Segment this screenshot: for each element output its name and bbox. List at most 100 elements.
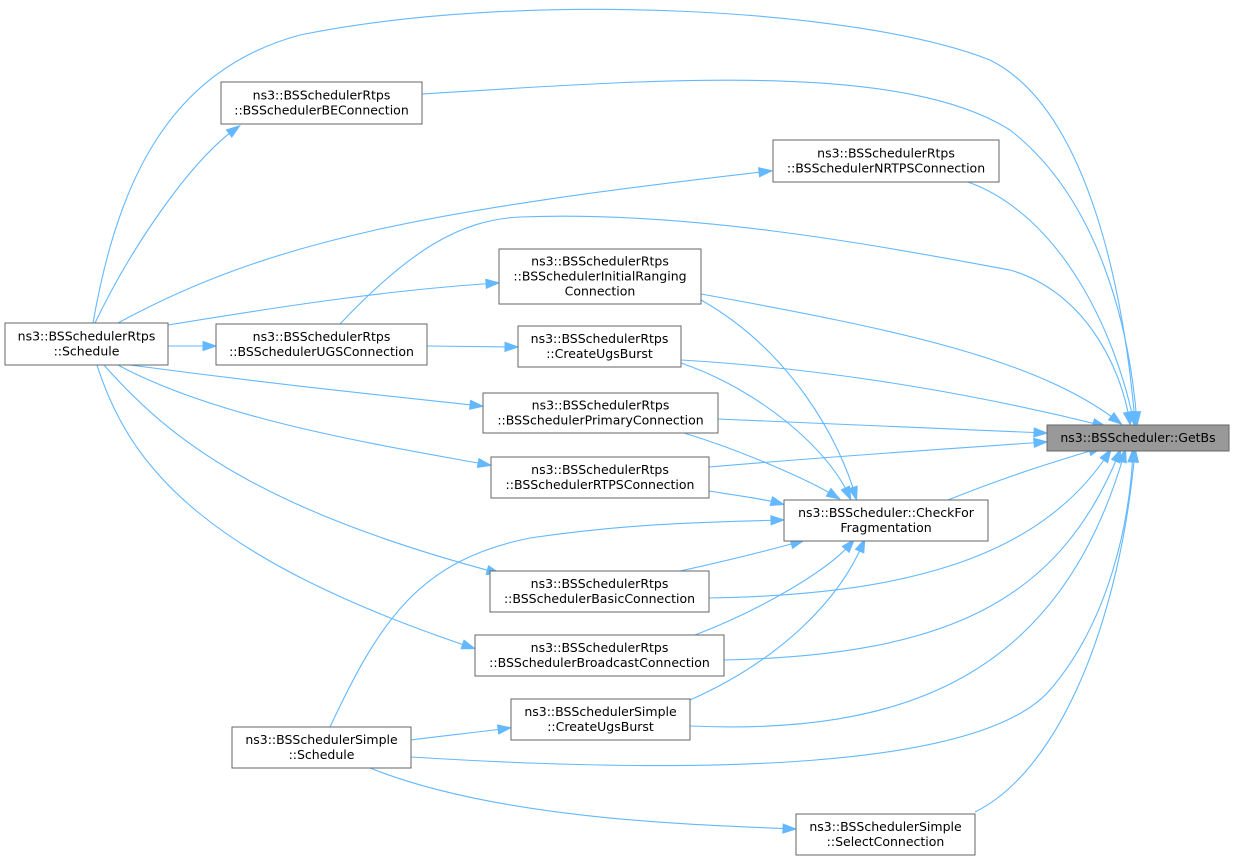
edge-rtps_ugs-to-getbs — [339, 215, 1134, 427]
node-rtps-nrtps[interactable]: ns3::BSSchedulerRtps::BSSchedulerNRTPSCo… — [772, 139, 1000, 183]
node-label-line: ::BSSchedulerRTPSConnection — [506, 477, 695, 492]
node-label-line: ns3::BSSchedulerRtps — [531, 462, 669, 477]
arrowhead-icon — [485, 278, 501, 289]
edge-rtps_rtps-to-check_frag — [708, 490, 786, 507]
edge-rtps_schedule-to-rtps_broadcast — [96, 364, 477, 650]
node-box — [482, 392, 719, 434]
node-rtps-be[interactable]: ns3::BSSchedulerRtps::BSSchedulerBEConne… — [220, 81, 423, 125]
node-rtps-initial[interactable]: ns3::BSSchedulerRtps::BSSchedulerInitial… — [498, 248, 702, 305]
edge-line — [339, 215, 1131, 424]
arrowhead-icon — [1099, 448, 1112, 464]
arrowhead-icon — [225, 124, 241, 138]
node-label-line: ::Schedule — [54, 344, 120, 359]
edge-line — [410, 727, 510, 741]
node-label-line: ::BSSchedulerUGSConnection — [229, 344, 414, 359]
arrowhead-icon — [782, 823, 798, 834]
node-box — [215, 323, 428, 366]
arrowhead-icon — [841, 538, 856, 554]
node-rtps-create[interactable]: ns3::BSSchedulerRtps::CreateUgsBurst — [517, 325, 682, 368]
edge-rtps_initial-to-getbs — [700, 293, 1123, 426]
node-simple-schedule[interactable]: ns3::BSSchedulerSimple::Schedule — [231, 726, 412, 769]
node-box — [783, 499, 989, 542]
node-rtps-schedule[interactable]: ns3::BSSchedulerRtps::Schedule — [4, 322, 169, 366]
edge-rtps_create-to-check_frag — [680, 362, 852, 502]
edge-rtps_primary-to-check_frag — [683, 432, 842, 500]
edge-line — [96, 364, 474, 649]
edge-line — [92, 8, 1136, 424]
arrowhead-icon — [825, 487, 842, 500]
edge-simple_create-to-getbs — [689, 447, 1127, 728]
node-box — [490, 456, 710, 499]
node-label-line: ::Schedule — [289, 747, 355, 762]
node-simple-select[interactable]: ns3::BSSchedulerSimple::SelectConnection — [795, 813, 976, 856]
node-label-line: ns3::BSScheduler::GetBs — [1060, 430, 1215, 445]
arrowhead-icon — [504, 341, 520, 353]
edge-line — [680, 359, 1105, 427]
node-rtps-rtps[interactable]: ns3::BSSchedulerRtps::BSSchedulerRTPSCon… — [490, 456, 710, 499]
edge-line — [369, 767, 795, 830]
edge-rtps_schedule-to-rtps_nrtps — [117, 167, 774, 324]
node-box — [220, 81, 423, 125]
edge-line — [103, 364, 499, 574]
node-label-line: ns3::BSSchedulerSimple — [245, 732, 398, 747]
edge-line — [708, 441, 1046, 468]
edge-line — [947, 447, 1101, 501]
node-simple-create[interactable]: ns3::BSSchedulerSimple::CreateUgsBurst — [510, 698, 691, 741]
node-label-line: ns3::BSSchedulerRtps — [253, 88, 391, 103]
edge-rtps_create-to-getbs — [680, 359, 1108, 429]
edge-line — [700, 293, 1121, 424]
node-rtps-primary[interactable]: ns3::BSSchedulerRtps::BSSchedulerPrimary… — [482, 392, 719, 434]
edge-rtps_schedule-to-rtps_primary — [129, 364, 485, 410]
edge-simple_schedule-to-check_frag — [329, 515, 786, 728]
node-box — [795, 813, 976, 856]
edge-rtps_ugs-to-rtps_create — [426, 341, 520, 353]
edge-line — [426, 345, 517, 348]
node-label-line: ns3::BSSchedulerRtps — [531, 331, 669, 346]
node-label-line: ::BSSchedulerBasicConnection — [504, 591, 695, 606]
node-box — [510, 698, 691, 741]
arrowhead-icon — [476, 457, 493, 469]
edge-line — [129, 364, 482, 407]
arrowhead-icon — [840, 485, 852, 502]
arrowhead-icon — [770, 515, 786, 526]
edge-line — [410, 450, 1134, 767]
edge-line — [117, 170, 771, 324]
edge-line — [974, 450, 1136, 813]
node-box — [474, 634, 725, 677]
node-label-line: ns3::BSScheduler::CheckFor — [798, 505, 975, 520]
node-rtps-basic[interactable]: ns3::BSSchedulerRtps::BSSchedulerBasicCo… — [489, 570, 710, 613]
node-label-line: ns3::BSSchedulerRtps — [531, 576, 669, 591]
edge-line — [700, 299, 857, 499]
arrowhead-icon — [1107, 411, 1123, 426]
edge-rtps_nrtps-to-getbs — [967, 181, 1137, 427]
node-rtps-broadcast[interactable]: ns3::BSSchedulerRtps::BSSchedulerBroadca… — [474, 634, 725, 677]
node-getbs[interactable]: ns3::BSScheduler::GetBs — [1046, 424, 1230, 452]
node-rtps-ugs[interactable]: ns3::BSSchedulerRtps::BSSchedulerUGSConn… — [215, 323, 428, 366]
edge-rtps_broadcast-to-getbs — [723, 447, 1122, 661]
node-box — [231, 726, 412, 769]
node-label-line: ::BSSchedulerBEConnection — [234, 103, 409, 118]
node-box — [517, 325, 682, 368]
edge-simple_schedule-to-simple_create — [410, 724, 513, 741]
node-label-line: ::BSSchedulerNRTPSConnection — [787, 161, 985, 176]
edge-layer — [92, 8, 1142, 834]
edge-rtps_schedule-to-rtps_rtps — [117, 364, 493, 469]
node-box — [489, 570, 710, 613]
edge-line — [689, 540, 865, 701]
arrowhead-icon — [847, 485, 858, 502]
arrowhead-icon — [1122, 410, 1134, 427]
edge-line — [717, 418, 1046, 434]
arrowhead-icon — [1033, 437, 1049, 448]
arrowhead-icon — [757, 167, 774, 178]
edge-check_frag-to-getbs — [947, 446, 1104, 501]
node-label-line: ns3::BSSchedulerRtps — [817, 146, 955, 161]
edge-rtps_initial-to-check_frag — [700, 299, 858, 502]
arrowhead-icon — [1033, 427, 1049, 438]
edge-rtps_basic-to-check_frag — [679, 539, 806, 572]
node-label-line: ::SelectConnection — [827, 834, 945, 849]
edge-rtps_rtps-to-getbs — [708, 437, 1049, 468]
node-label-line: ::CreateUgsBurst — [547, 719, 654, 734]
edge-simple_create-to-check_frag — [689, 537, 866, 701]
